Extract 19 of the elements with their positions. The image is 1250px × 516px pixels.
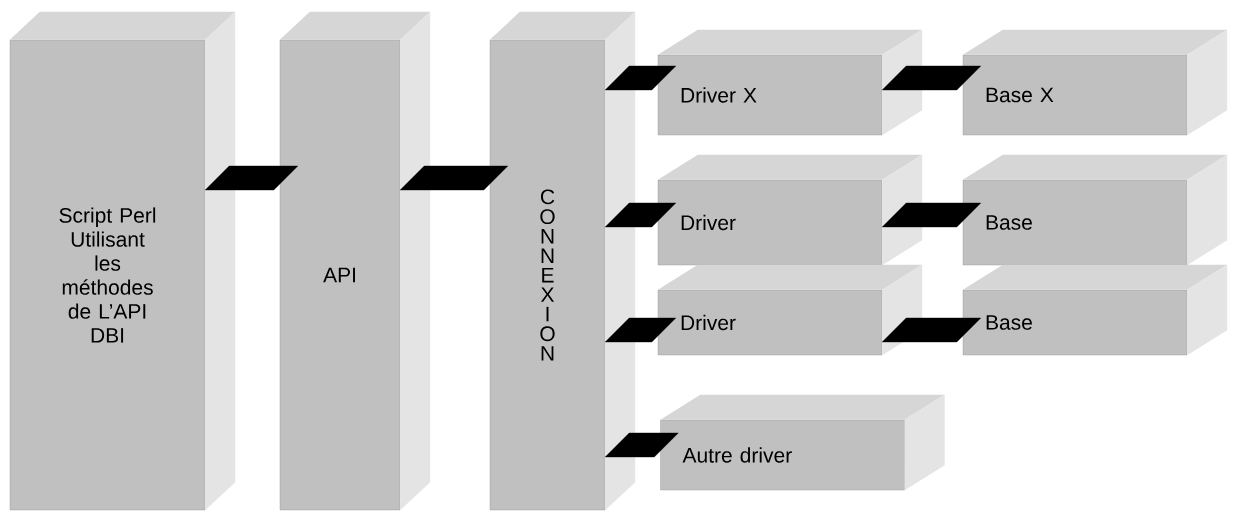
connector xyxy=(882,317,981,343)
block: CONNEXION xyxy=(489,11,636,511)
block: Base xyxy=(962,154,1228,266)
connector xyxy=(605,65,676,91)
block: Driver X xyxy=(657,29,923,136)
block: Script Perl Utilisant les méthodes de L’API DBI xyxy=(9,11,236,511)
connector xyxy=(205,165,298,191)
connector xyxy=(882,202,981,228)
block: API xyxy=(279,11,431,511)
connector xyxy=(605,317,676,343)
connector xyxy=(605,432,679,458)
connector xyxy=(882,65,981,91)
block: Driver xyxy=(657,264,923,356)
connector xyxy=(400,165,508,191)
connector xyxy=(605,202,676,228)
block: Autre driver xyxy=(660,394,945,491)
block: Base xyxy=(962,264,1228,356)
block: Driver xyxy=(657,154,923,266)
block: Base X xyxy=(962,29,1228,136)
